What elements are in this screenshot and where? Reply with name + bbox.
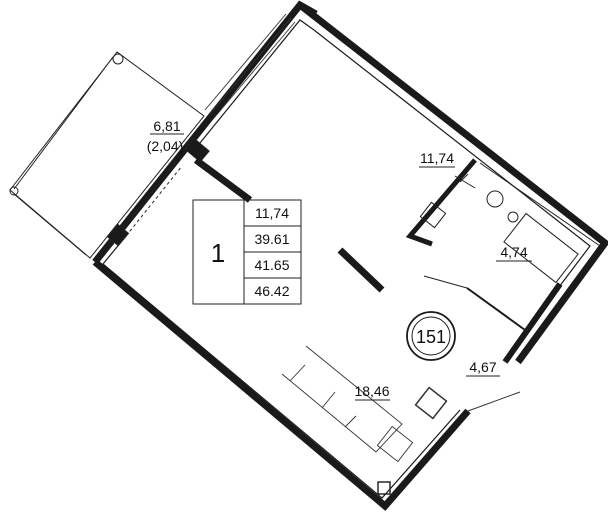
bathroom (405, 158, 601, 364)
balcony-drain-icon-2 (9, 186, 19, 196)
stove-icon (376, 425, 414, 463)
washer-icon (419, 201, 447, 229)
area-value-3: 41.65 (254, 257, 289, 273)
info-table (192, 199, 302, 305)
bathtub-icon (503, 212, 579, 284)
hallway-area-label: 4,67 (469, 359, 496, 375)
entrance-door-line (467, 391, 521, 412)
bathroom-wall (405, 158, 477, 247)
apartment-number: 151 (416, 327, 446, 347)
kitchen-area-label: 11,74 (420, 150, 454, 166)
area-value-4: 46.42 (254, 283, 289, 299)
balcony-outline (9, 51, 205, 259)
balcony-area-label: 6,81 (153, 118, 180, 134)
wall-south-west (92, 259, 471, 511)
bathroom-door-line (423, 275, 468, 289)
room-divider-marker (337, 247, 385, 293)
balcony-drain-icon (112, 53, 124, 65)
balcony-reduced-area-label: (2,04) (147, 138, 184, 154)
balcony (9, 51, 205, 259)
hallway-wall (502, 282, 563, 364)
apartment-number-badge: 151 (406, 311, 456, 361)
room-area-labels: 6,81 (2,04) 11,74 4,74 4,67 18,46 (147, 118, 532, 401)
bathroom-area-label: 4,74 (500, 244, 527, 260)
wall-north-west (92, 0, 318, 265)
window-strip (204, 13, 296, 119)
wall-north-east (297, 2, 608, 365)
toilet-icon (507, 211, 519, 223)
sink-icon (486, 190, 504, 208)
area-value-2: 39.61 (254, 231, 289, 247)
fridge-icon (414, 386, 448, 420)
area-value-1: 11,74 (255, 205, 289, 221)
entrance-column (377, 481, 391, 495)
balcony-door (106, 137, 253, 247)
kitchen-counter (281, 345, 521, 495)
rooms-count: 1 (211, 238, 225, 268)
exterior-walls (92, 0, 608, 511)
bathroom-partition (466, 287, 526, 331)
living-room-area-label: 18,46 (354, 383, 389, 399)
